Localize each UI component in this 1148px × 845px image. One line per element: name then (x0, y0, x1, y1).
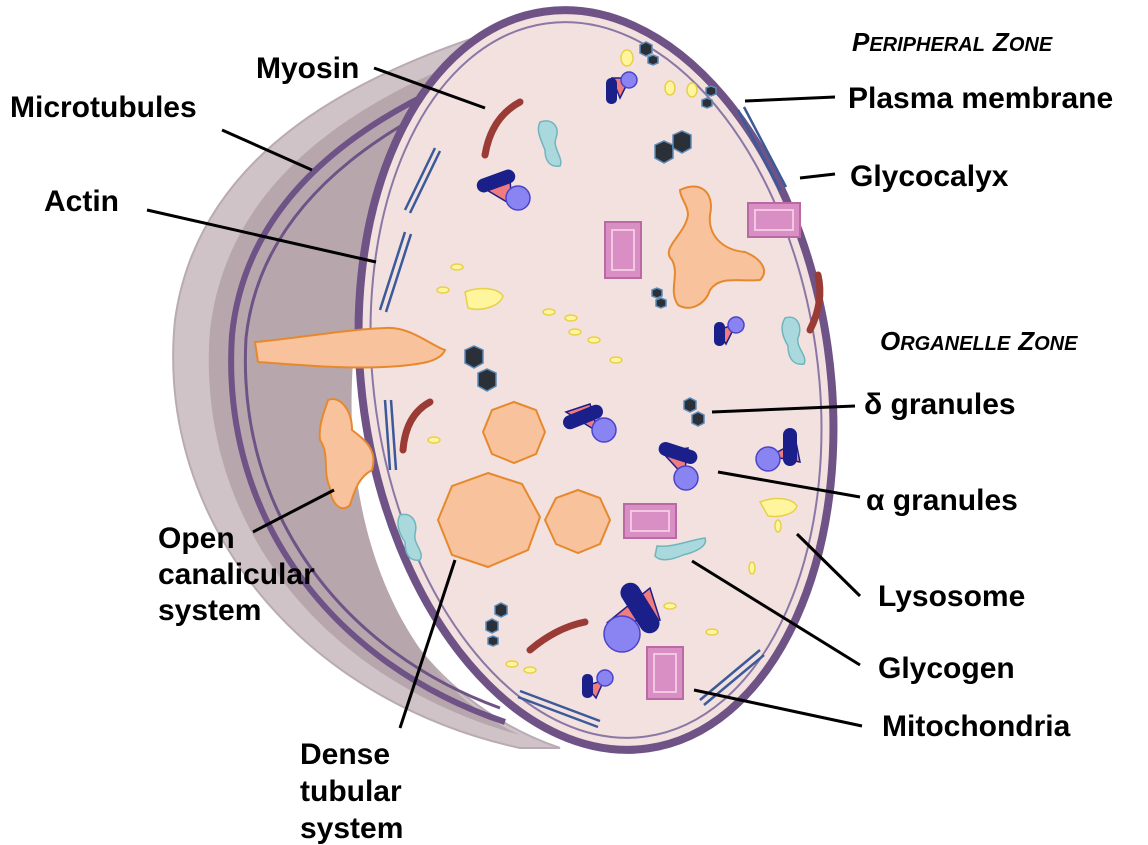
label-dense-tubular-system: Dense tubular system (300, 738, 403, 845)
label-dts-line-1: Dense (300, 738, 390, 771)
label-actin: Actin (44, 185, 119, 218)
label-myosin: Myosin (256, 52, 359, 85)
label-ocs-line-2: canalicular (158, 558, 315, 591)
label-microtubules: Microtubules (10, 91, 197, 124)
label-lysosome: Lysosome (878, 580, 1025, 613)
label-glycocalyx: Glycocalyx (850, 160, 1009, 193)
label-ocs-line-1: Open (158, 522, 235, 555)
leader-glycocalyx (800, 174, 835, 178)
label-dts-line-2: tubular (300, 775, 402, 808)
leader-plasma-membrane (745, 97, 835, 101)
label-alpha-granules: α granules (866, 484, 1018, 517)
label-plasma-membrane: Plasma membrane (848, 82, 1113, 115)
label-glycogen: Glycogen (878, 652, 1015, 685)
label-delta-granules: δ granules (864, 388, 1016, 421)
label-ocs-line-3: system (158, 594, 261, 627)
label-dts-line-3: system (300, 812, 403, 845)
label-mitochondria: Mitochondria (882, 710, 1071, 743)
